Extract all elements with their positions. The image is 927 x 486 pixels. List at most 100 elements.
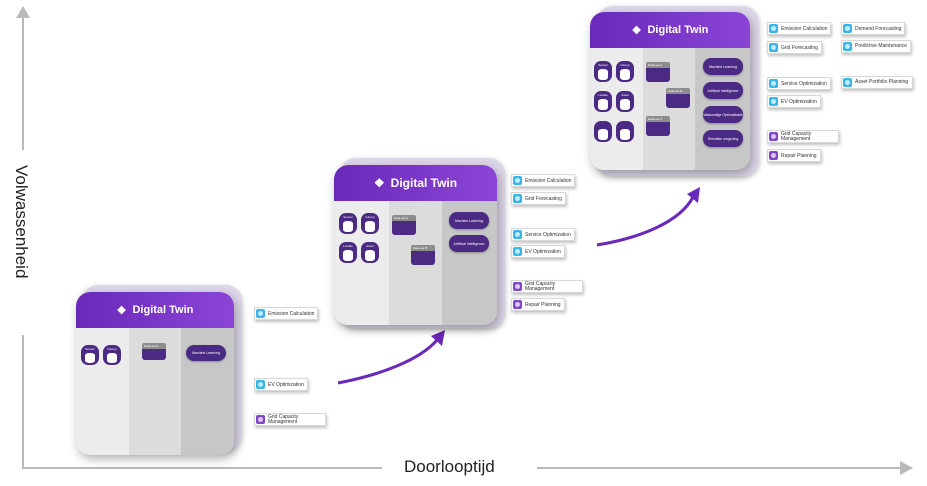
y-axis-line bbox=[22, 18, 24, 150]
source-tile: Inkoop bbox=[103, 345, 121, 365]
source-label bbox=[616, 121, 634, 123]
use-case-label: Asset Portfolio Planning bbox=[855, 79, 909, 85]
stage-2-card: ❖ Digital Twin Sensor Inkoop Locatie Ass… bbox=[334, 165, 497, 325]
database-icon bbox=[598, 129, 608, 140]
stage-3-title: Digital Twin bbox=[647, 24, 709, 36]
dataset-label: Data-set B bbox=[411, 245, 435, 251]
use-case-icon bbox=[769, 151, 778, 160]
database-icon bbox=[343, 221, 353, 232]
use-case-label: EV Optimization bbox=[268, 381, 304, 388]
use-case-chip: Predictive Maintenance bbox=[841, 40, 911, 53]
method-pill: Wiskundige Optimalisatie bbox=[703, 106, 743, 123]
stage-1-title: Digital Twin bbox=[132, 304, 194, 316]
use-case-icon bbox=[513, 247, 522, 256]
dataset-label: Data-set A bbox=[392, 215, 416, 221]
x-axis-label: Doorlooptijd bbox=[404, 457, 495, 476]
source-tile: Sensor bbox=[339, 213, 357, 234]
database-icon bbox=[620, 129, 630, 140]
dataset-label: Data-set A bbox=[142, 343, 166, 349]
source-label: Sensor bbox=[85, 347, 95, 351]
method-pill: Machine Learning bbox=[449, 212, 489, 229]
use-case-icon bbox=[769, 79, 778, 88]
stage-3-card: ❖ Digital Twin Sensor Inkoop Locatie Ass… bbox=[590, 12, 750, 170]
source-tile: Inkoop bbox=[361, 213, 379, 234]
dataset-label: Data-set C bbox=[646, 116, 670, 122]
use-case-chip: Grid Capacity Management bbox=[254, 413, 326, 426]
method-pill: Machine Learning bbox=[703, 58, 743, 75]
use-case-icon bbox=[843, 24, 852, 33]
use-case-chip: Repair Planning bbox=[767, 149, 821, 162]
y-axis-arrow bbox=[16, 6, 30, 18]
database-icon bbox=[598, 69, 608, 80]
source-label: Inkoop bbox=[107, 347, 117, 351]
use-case-label: EV Optimization bbox=[525, 248, 561, 255]
stage-3-header: ❖ Digital Twin bbox=[590, 12, 750, 48]
use-case-label: Emission Calculation bbox=[525, 177, 572, 184]
source-tile: Sensor bbox=[81, 345, 99, 365]
database-icon bbox=[620, 99, 630, 110]
stage-1-card: ❖ Digital Twin Sensor Inkoop Data-set A … bbox=[76, 292, 234, 455]
stage-2-header: ❖ Digital Twin bbox=[334, 165, 497, 201]
source-label: Inkoop bbox=[365, 215, 375, 219]
dataset-block: Data-set A bbox=[392, 215, 416, 235]
use-case-icon bbox=[769, 97, 778, 106]
database-icon bbox=[85, 353, 95, 363]
database-icon bbox=[107, 353, 117, 363]
use-case-label: Demand Forecasting bbox=[855, 25, 902, 32]
use-case-chip: Emission Calculation bbox=[254, 307, 319, 320]
use-case-chip: EV Optimization bbox=[511, 245, 565, 258]
x-axis-line-right bbox=[537, 467, 902, 469]
dataset-block: Data-set A bbox=[646, 62, 670, 82]
use-case-label: Predictive Maintenance bbox=[855, 43, 907, 49]
use-case-label: Repair Planning bbox=[781, 152, 817, 159]
stage-arrow-2 bbox=[596, 196, 695, 247]
use-case-chip: Service Optimization bbox=[767, 77, 831, 90]
use-case-icon bbox=[513, 230, 522, 239]
stage-2-title: Digital Twin bbox=[390, 176, 458, 190]
use-case-icon bbox=[513, 176, 522, 185]
dataset-block: Data-set A bbox=[142, 343, 166, 360]
use-case-chip: Grid Forecasting bbox=[767, 41, 822, 54]
dataset-label: Data-set A bbox=[646, 62, 670, 68]
source-label: Sensor bbox=[598, 63, 608, 67]
method-pill: Simulatie omgeving bbox=[703, 130, 743, 147]
database-icon bbox=[620, 69, 630, 80]
use-case-icon bbox=[843, 78, 852, 87]
use-case-label: Service Optimization bbox=[525, 231, 571, 238]
database-icon bbox=[343, 250, 353, 261]
use-case-chip: Service Optimization bbox=[511, 228, 575, 241]
use-case-icon bbox=[513, 300, 522, 309]
use-case-icon bbox=[843, 42, 852, 51]
source-tile: Asset bbox=[361, 242, 379, 263]
source-tile: Sensor bbox=[594, 61, 612, 82]
use-case-chip: Demand Forecasting bbox=[841, 22, 906, 35]
method-pill: Artificial Intelligence bbox=[449, 235, 489, 252]
database-icon bbox=[598, 99, 608, 110]
source-label: Asset bbox=[366, 244, 374, 248]
use-case-icon bbox=[769, 43, 778, 52]
use-case-chip: Emission Calculation bbox=[511, 174, 576, 187]
dataset-block: Data-set C bbox=[646, 116, 670, 136]
use-case-label: Grid Forecasting bbox=[525, 195, 562, 202]
use-case-chip: EV Optimization bbox=[254, 378, 308, 391]
use-case-icon bbox=[256, 415, 265, 424]
source-tile: Inkoop bbox=[616, 61, 634, 82]
x-axis-arrow bbox=[900, 461, 913, 475]
digital-twin-icon: ❖ bbox=[373, 176, 385, 190]
use-case-chip: Emission Calculation bbox=[767, 22, 832, 35]
digital-twin-icon: ❖ bbox=[631, 24, 642, 37]
use-case-chip: Asset Portfolio Planning bbox=[841, 76, 913, 89]
dataset-label: Data-set B bbox=[666, 88, 690, 94]
method-pill: Artificial Intelligence bbox=[703, 82, 743, 99]
dataset-block: Data-set B bbox=[411, 245, 435, 265]
source-tile: Locatie bbox=[339, 242, 357, 263]
stage-arrow-2-head bbox=[687, 187, 700, 203]
use-case-icon bbox=[769, 132, 778, 141]
source-tile: Locatie bbox=[594, 91, 612, 112]
use-case-icon bbox=[256, 309, 265, 318]
y-axis-line-lower bbox=[22, 335, 24, 467]
source-label: Inkoop bbox=[620, 63, 630, 67]
source-tile: Asset bbox=[616, 91, 634, 112]
use-case-label: EV Optimization bbox=[781, 98, 817, 105]
